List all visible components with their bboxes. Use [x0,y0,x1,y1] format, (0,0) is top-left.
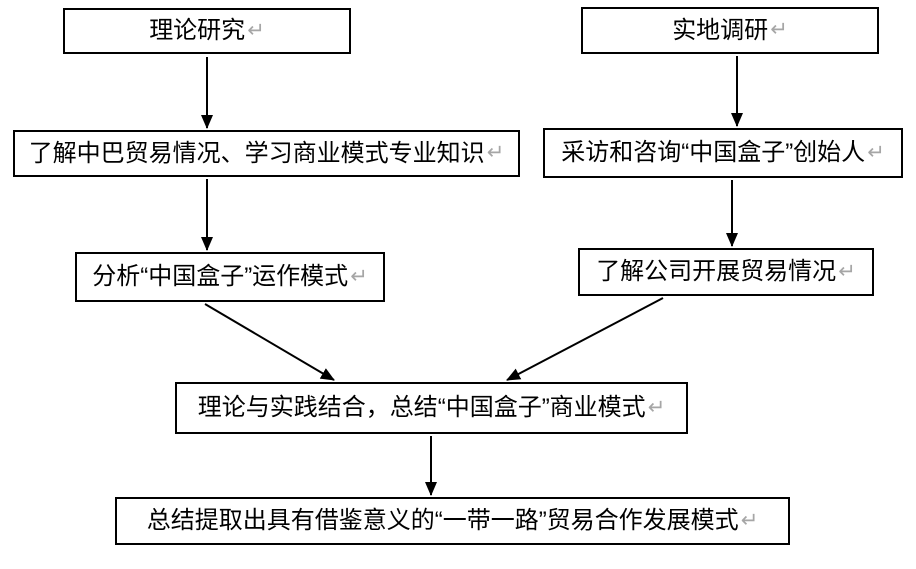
node-field-research-label: 实地调研 [672,16,769,44]
return-mark-icon: ↵ [838,259,856,283]
arrow-analyze-to-combine [204,303,335,381]
node-field-research: 实地调研↵ [581,7,879,54]
node-understand-company-trade: 了解公司开展贸易情况↵ [578,248,874,296]
return-mark-icon: ↵ [770,18,788,41]
return-mark-icon: ↵ [350,264,368,288]
node-combine-theory-practice: 理论与实践结合，总结“中国盒子”商业模式↵ [175,382,688,434]
return-mark-icon: ↵ [247,18,265,42]
node-interview-founder: 采访和咨询“中国盒子”创始人↵ [543,128,903,178]
return-mark-icon: ↵ [486,141,505,164]
node-learn-trade-knowledge: 了解中巴贸易情况、学习商业模式专业知识↵ [13,130,520,177]
arrow-company-to-combine [506,297,664,381]
return-mark-icon: ↵ [740,508,759,532]
node-understand-company-trade-label: 了解公司开展贸易情况 [596,258,837,285]
node-analyze-operation-model: 分析“中国盒子”运作模式↵ [75,252,385,302]
node-final-summary: 总结提取出具有借鉴意义的“一带一路”贸易合作发展模式↵ [115,497,790,545]
node-learn-trade-knowledge-label: 了解中巴贸易情况、学习商业模式专业知识 [28,139,485,167]
node-interview-founder-label: 采访和咨询“中国盒子”创始人 [561,139,866,166]
node-analyze-operation-model-label: 分析“中国盒子”运作模式 [92,263,349,290]
return-mark-icon: ↵ [867,140,885,164]
node-final-summary-label: 总结提取出具有借鉴意义的“一带一路”贸易合作发展模式 [146,507,739,534]
node-theory-research-label: 理论研究 [149,17,246,44]
node-combine-theory-practice-label: 理论与实践结合，总结“中国盒子”商业模式 [197,394,646,421]
return-mark-icon: ↵ [647,395,666,419]
node-theory-research: 理论研究↵ [63,8,351,54]
